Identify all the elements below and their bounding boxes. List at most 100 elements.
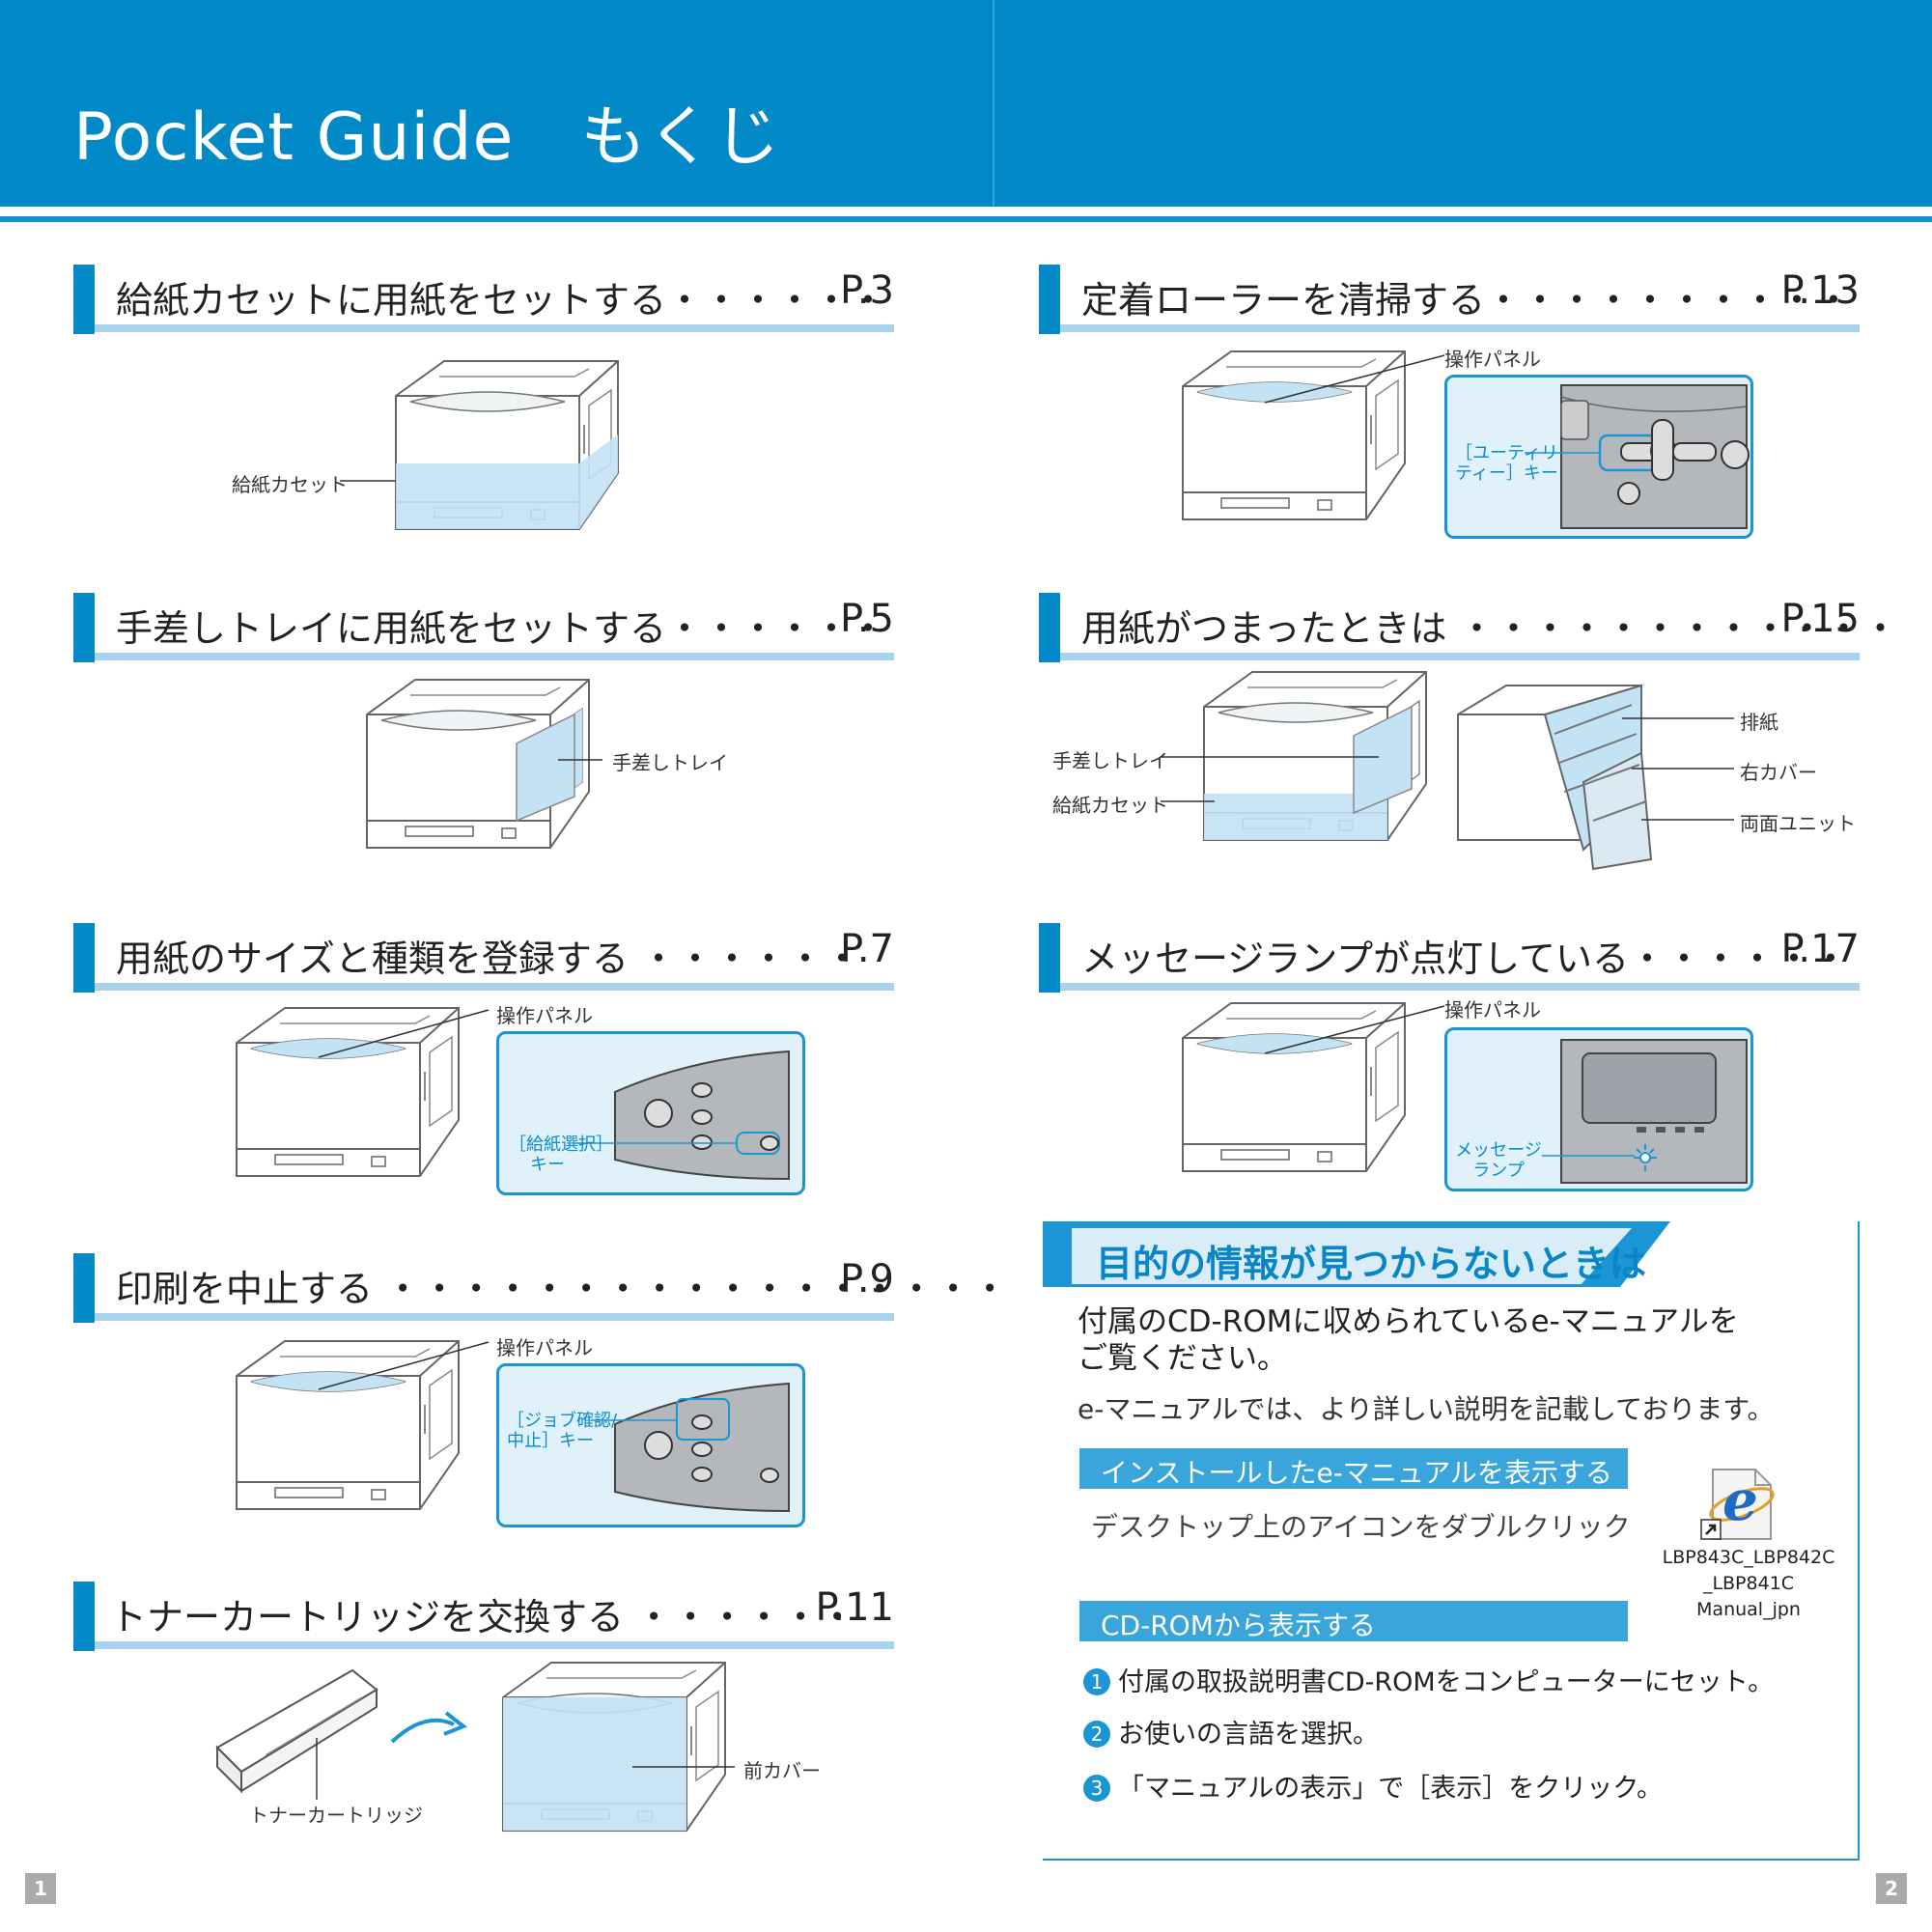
step-text: 「マニュアルの表示」で［表示］をクリック。 bbox=[1118, 1774, 1664, 1804]
label-toner-cartridge: トナーカートリッジ bbox=[249, 1804, 423, 1827]
section-page[interactable]: P.13 bbox=[1780, 268, 1860, 313]
header-banner bbox=[0, 0, 1932, 207]
leader-line bbox=[632, 1766, 735, 1768]
double-click-instruction: デスクトップ上のアイコンをダブルクリック bbox=[1091, 1511, 1631, 1543]
section-page[interactable]: P.9 bbox=[839, 1257, 894, 1302]
section-title: 給紙カセットに用紙をセットする・・・・・・ bbox=[116, 279, 887, 322]
panel-inset: ［ジョブ確認/ 中止］キー bbox=[496, 1363, 805, 1527]
section-page[interactable]: P.11 bbox=[815, 1585, 894, 1630]
section-underline bbox=[95, 653, 894, 660]
label-manual-tray: 手差しトレイ bbox=[1052, 749, 1168, 772]
label-front-cover: 前カバー bbox=[743, 1759, 821, 1782]
label-operation-panel: 操作パネル bbox=[1444, 348, 1541, 371]
section-underline bbox=[95, 324, 894, 332]
section-page[interactable]: P.15 bbox=[1780, 597, 1860, 641]
printer-illustration bbox=[372, 357, 623, 541]
printer-illustration bbox=[343, 676, 594, 859]
page-number-right: 2 bbox=[1876, 1873, 1907, 1904]
document-icon bbox=[1700, 1469, 1775, 1540]
section-marker bbox=[73, 1582, 95, 1651]
e-letter-icon: e bbox=[1722, 1468, 1758, 1533]
section-title: 印刷を中止する ・・・・・・・・・・・・・・・・・ bbox=[116, 1268, 1009, 1310]
step-text: 付属の取扱説明書CD-ROMをコンピューターにセット。 bbox=[1118, 1667, 1775, 1697]
section-title: 用紙がつまったときは ・・・・・・・・・・・・ bbox=[1081, 607, 1899, 650]
section-title: メッセージランプが点灯している・・・・・・ bbox=[1081, 938, 1849, 980]
section-manual-feed-tray[interactable]: 手差しトレイに用紙をセットする・・・・・・ P.5 bbox=[73, 593, 894, 662]
leader-line bbox=[1641, 819, 1734, 821]
section-paper-cassette[interactable]: 給紙カセットに用紙をセットする・・・・・・ P.3 bbox=[73, 265, 894, 334]
printer-illustration bbox=[1159, 999, 1410, 1183]
printer-illustration bbox=[1180, 668, 1431, 852]
label-paper-cassette: 給紙カセット bbox=[1052, 794, 1168, 817]
section-underline bbox=[1060, 324, 1860, 332]
section-underline bbox=[1060, 653, 1860, 660]
section-cancel-print[interactable]: 印刷を中止する ・・・・・・・・・・・・・・・・・ P.9 bbox=[73, 1253, 1008, 1323]
section-title: 定着ローラーを清掃する・・・・・・・・・・ bbox=[1081, 279, 1853, 322]
info-description: e-マニュアルでは、より詳しい説明を記載しております。 bbox=[1078, 1393, 1775, 1425]
section-register-paper[interactable]: 用紙のサイズと種類を登録する ・・・・・・ P.7 bbox=[73, 923, 894, 993]
section-page[interactable]: P.3 bbox=[839, 268, 894, 313]
leader-line bbox=[318, 1341, 490, 1390]
key-label: ［給紙選択］ キー bbox=[509, 1134, 613, 1175]
section-marker bbox=[73, 593, 95, 662]
leader-line bbox=[1161, 756, 1379, 758]
section-paper-jam[interactable]: 用紙がつまったときは ・・・・・・・・・・・・ P.15 bbox=[1039, 593, 1899, 662]
shortcut-label[interactable]: LBP843C_LBP842C _LBP841C Manual_jpn bbox=[1662, 1547, 1835, 1620]
step-number: 3 bbox=[1083, 1775, 1110, 1802]
section-replace-toner[interactable]: トナーカートリッジを交換する ・・・・・・ P.11 bbox=[73, 1582, 894, 1651]
leader-line bbox=[340, 480, 396, 482]
label-operation-panel: 操作パネル bbox=[1444, 998, 1541, 1022]
section-title: トナーカートリッジを交換する ・・・・・・ bbox=[110, 1596, 856, 1638]
panel-illustration bbox=[574, 1050, 790, 1181]
panel-inset: ［給紙選択］ キー bbox=[496, 1031, 805, 1195]
label-operation-panel: 操作パネル bbox=[496, 1336, 593, 1359]
section-marker bbox=[1039, 923, 1060, 993]
step-number: 1 bbox=[1083, 1668, 1110, 1695]
panel-inset: ［ユーティリ ティー］キー bbox=[1444, 375, 1753, 539]
label-paper-output: 排紙 bbox=[1740, 711, 1778, 734]
info-title: 目的の情報が見つからないときは bbox=[1096, 1243, 1647, 1285]
section-clean-fixing-roller[interactable]: 定着ローラーを清掃する・・・・・・・・・・ P.13 bbox=[1039, 265, 1860, 334]
section-underline bbox=[95, 1641, 894, 1649]
label-operation-panel: 操作パネル bbox=[496, 1004, 593, 1027]
section-message-lamp[interactable]: メッセージランプが点灯している・・・・・・ P.17 bbox=[1039, 923, 1860, 993]
label-duplex-unit: 両面ユニット bbox=[1740, 812, 1856, 835]
section-marker bbox=[1039, 265, 1060, 334]
panel-illustration bbox=[1525, 384, 1750, 529]
e-manual-shortcut-icon[interactable]: e bbox=[1699, 1466, 1780, 1543]
page-title: Pocket Guide もくじ bbox=[73, 99, 781, 176]
leader-line bbox=[1161, 800, 1215, 802]
panel-inset: メッセージ ランプ bbox=[1444, 1027, 1753, 1191]
leader-line bbox=[316, 1738, 318, 1800]
panel-illustration bbox=[591, 1382, 790, 1513]
section-title: 手差しトレイに用紙をセットする・・・・・・ bbox=[116, 607, 887, 650]
open-printer-illustration bbox=[1457, 684, 1653, 871]
section-underline bbox=[95, 1313, 894, 1321]
info-title-background bbox=[1072, 1228, 1632, 1284]
installed-manual-band: インストールしたe-マニュアルを表示する bbox=[1079, 1448, 1628, 1489]
section-page[interactable]: P.17 bbox=[1780, 927, 1860, 971]
label-paper-cassette: 給紙カセット bbox=[232, 473, 348, 496]
section-title: 用紙のサイズと種類を登録する ・・・・・・ bbox=[116, 938, 860, 980]
page-number-left: 1 bbox=[25, 1873, 56, 1904]
section-page[interactable]: P.5 bbox=[839, 597, 894, 641]
section-underline bbox=[1060, 983, 1860, 991]
leader-line bbox=[1264, 354, 1445, 404]
leader-line bbox=[1622, 717, 1734, 719]
key-label: ［ユーティリ ティー］キー bbox=[1455, 443, 1558, 484]
section-page[interactable]: P.7 bbox=[839, 927, 894, 971]
section-marker bbox=[73, 265, 95, 334]
cd-rom-band: CD-ROMから表示する bbox=[1079, 1601, 1628, 1641]
printer-illustration bbox=[1159, 348, 1410, 531]
printer-illustration bbox=[479, 1659, 730, 1842]
leader-line bbox=[558, 759, 602, 761]
step-number: 2 bbox=[1083, 1721, 1110, 1748]
header-divider bbox=[993, 0, 994, 207]
label-manual-tray: 手差しトレイ bbox=[612, 751, 728, 774]
arrow-icon bbox=[390, 1711, 467, 1744]
panel-illustration bbox=[1542, 1039, 1748, 1184]
info-heading: 付属のCD-ROMに収められているe-マニュアルを ご覧ください。 bbox=[1078, 1304, 1739, 1376]
toner-cartridge-illustration bbox=[215, 1668, 378, 1794]
printer-illustration bbox=[212, 1337, 463, 1521]
